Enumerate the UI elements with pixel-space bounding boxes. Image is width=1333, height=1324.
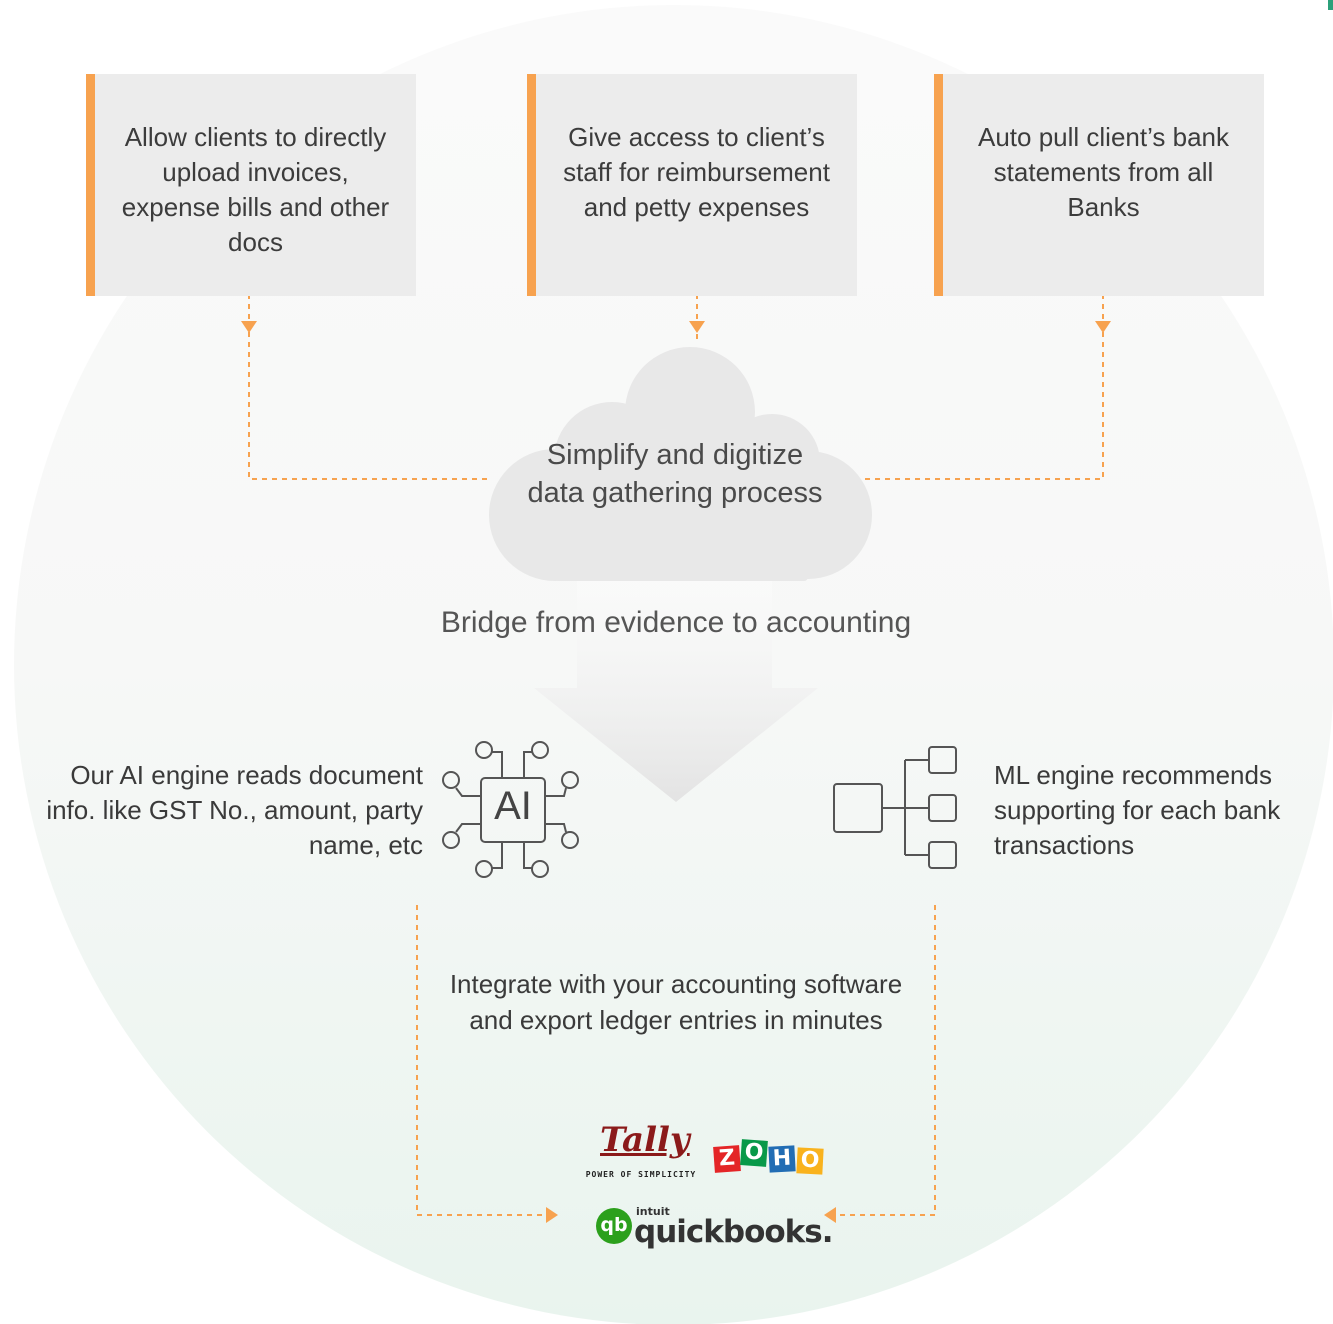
- quickbooks-wordmark: quickbooks.: [634, 1214, 834, 1250]
- zoho-letter-z: Z: [713, 1145, 741, 1173]
- arrowhead-card3: [1095, 321, 1111, 333]
- arrowhead-left-logos: [546, 1207, 558, 1223]
- connector-ai-logos: [416, 905, 546, 1216]
- zoho-letter-o2: O: [796, 1147, 824, 1175]
- cloud-text: Simplify and digitize data gathering pro…: [527, 439, 823, 509]
- ai-engine-text: Our AI engine reads document info. like …: [46, 760, 423, 860]
- cloud-shape: [489, 347, 872, 581]
- arrowhead-card2: [689, 321, 705, 333]
- tally-tagline: POWER OF SIMPLICITY: [585, 1170, 697, 1179]
- card-bank-statements: Auto pull client’s bank statements from …: [934, 74, 1264, 296]
- connector-card1-cloud: [248, 294, 490, 480]
- card-text: Auto pull client’s bank statements from …: [977, 122, 1229, 222]
- ai-icon-label: AI: [494, 784, 532, 828]
- bridge-arrow: [534, 560, 818, 802]
- corner-accent: [1328, 0, 1333, 10]
- arrowhead-card1: [241, 321, 257, 333]
- card-client-upload: Allow clients to directly upload invoice…: [86, 74, 416, 296]
- ml-engine-text: ML engine recommends supporting for each…: [994, 760, 1281, 860]
- quickbooks-badge-icon: qb: [596, 1208, 632, 1244]
- card-text: Allow clients to directly upload invoice…: [121, 122, 390, 257]
- quickbooks-intuit-label: intuit: [636, 1205, 670, 1218]
- card-staff-access: Give access to client’s staff for reimbu…: [527, 74, 857, 296]
- connector-ml-logos: [836, 905, 936, 1216]
- connector-card3-cloud: [862, 294, 1104, 480]
- bridge-label: Bridge from evidence to accounting: [440, 606, 912, 639]
- zoho-letter-h: H: [768, 1145, 796, 1173]
- ml-tree-icon: [833, 746, 957, 869]
- arrowhead-right-logos: [824, 1207, 836, 1223]
- integrate-text: Integrate with your accounting software …: [449, 969, 903, 1035]
- zoho-letter-o1: O: [740, 1139, 768, 1167]
- ai-chip-icon: [442, 741, 579, 878]
- tally-wordmark: Tally: [600, 1120, 690, 1160]
- card-text: Give access to client’s staff for reimbu…: [563, 122, 830, 222]
